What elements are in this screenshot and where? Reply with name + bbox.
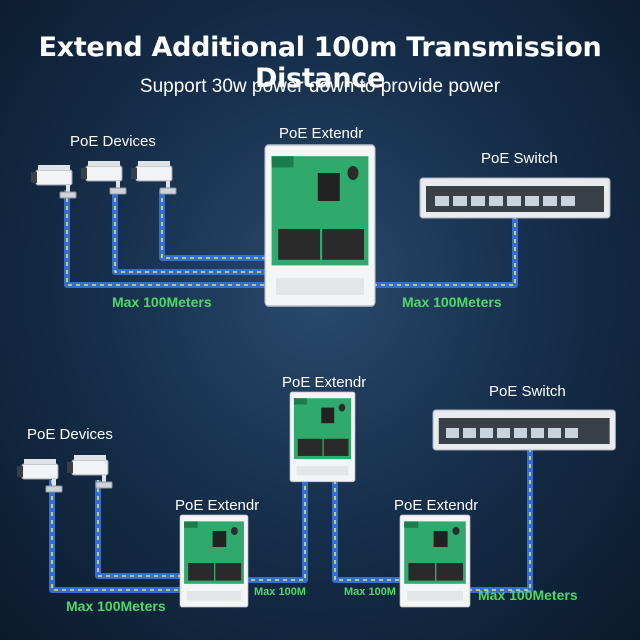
- distance-label-right: Max 100Meters: [402, 294, 502, 310]
- distance-label-mid-left: Max 100M: [254, 586, 306, 598]
- camera-icon: [66, 454, 113, 489]
- poe-switch-label: PoE Switch: [489, 383, 566, 400]
- poe-extender-board: [264, 144, 376, 307]
- poe-devices-label: PoE Devices: [27, 426, 113, 443]
- poe-extender-label: PoE Extendr: [279, 125, 364, 142]
- poe-extender-board: [179, 514, 249, 608]
- distance-label-left: Max 100Meters: [66, 598, 166, 614]
- camera-icon: [30, 164, 77, 199]
- distance-label-right: Max 100Meters: [478, 587, 578, 603]
- poe-switch-device: [419, 177, 611, 219]
- poe-extender-label: PoE Extendr: [175, 497, 260, 514]
- poe-switch-label: PoE Switch: [481, 150, 558, 167]
- poe-extender-label: PoE Extendr: [282, 374, 367, 391]
- page-subtitle: Support 30w power down to provide power: [139, 76, 501, 97]
- distance-label-mid-right: Max 100M: [344, 586, 396, 598]
- poe-extender-label: PoE Extendr: [394, 497, 479, 514]
- camera-icon: [130, 160, 177, 195]
- camera-icon: [80, 160, 127, 195]
- poe-devices-label: PoE Devices: [70, 133, 156, 150]
- poe-extender-board: [399, 514, 471, 608]
- page-title: Extend Additional 100m Transmission Dist…: [38, 32, 602, 94]
- distance-label-left: Max 100Meters: [112, 294, 212, 310]
- poe-switch-device: [432, 409, 616, 451]
- poe-extender-board: [289, 391, 356, 483]
- camera-icon: [16, 458, 63, 493]
